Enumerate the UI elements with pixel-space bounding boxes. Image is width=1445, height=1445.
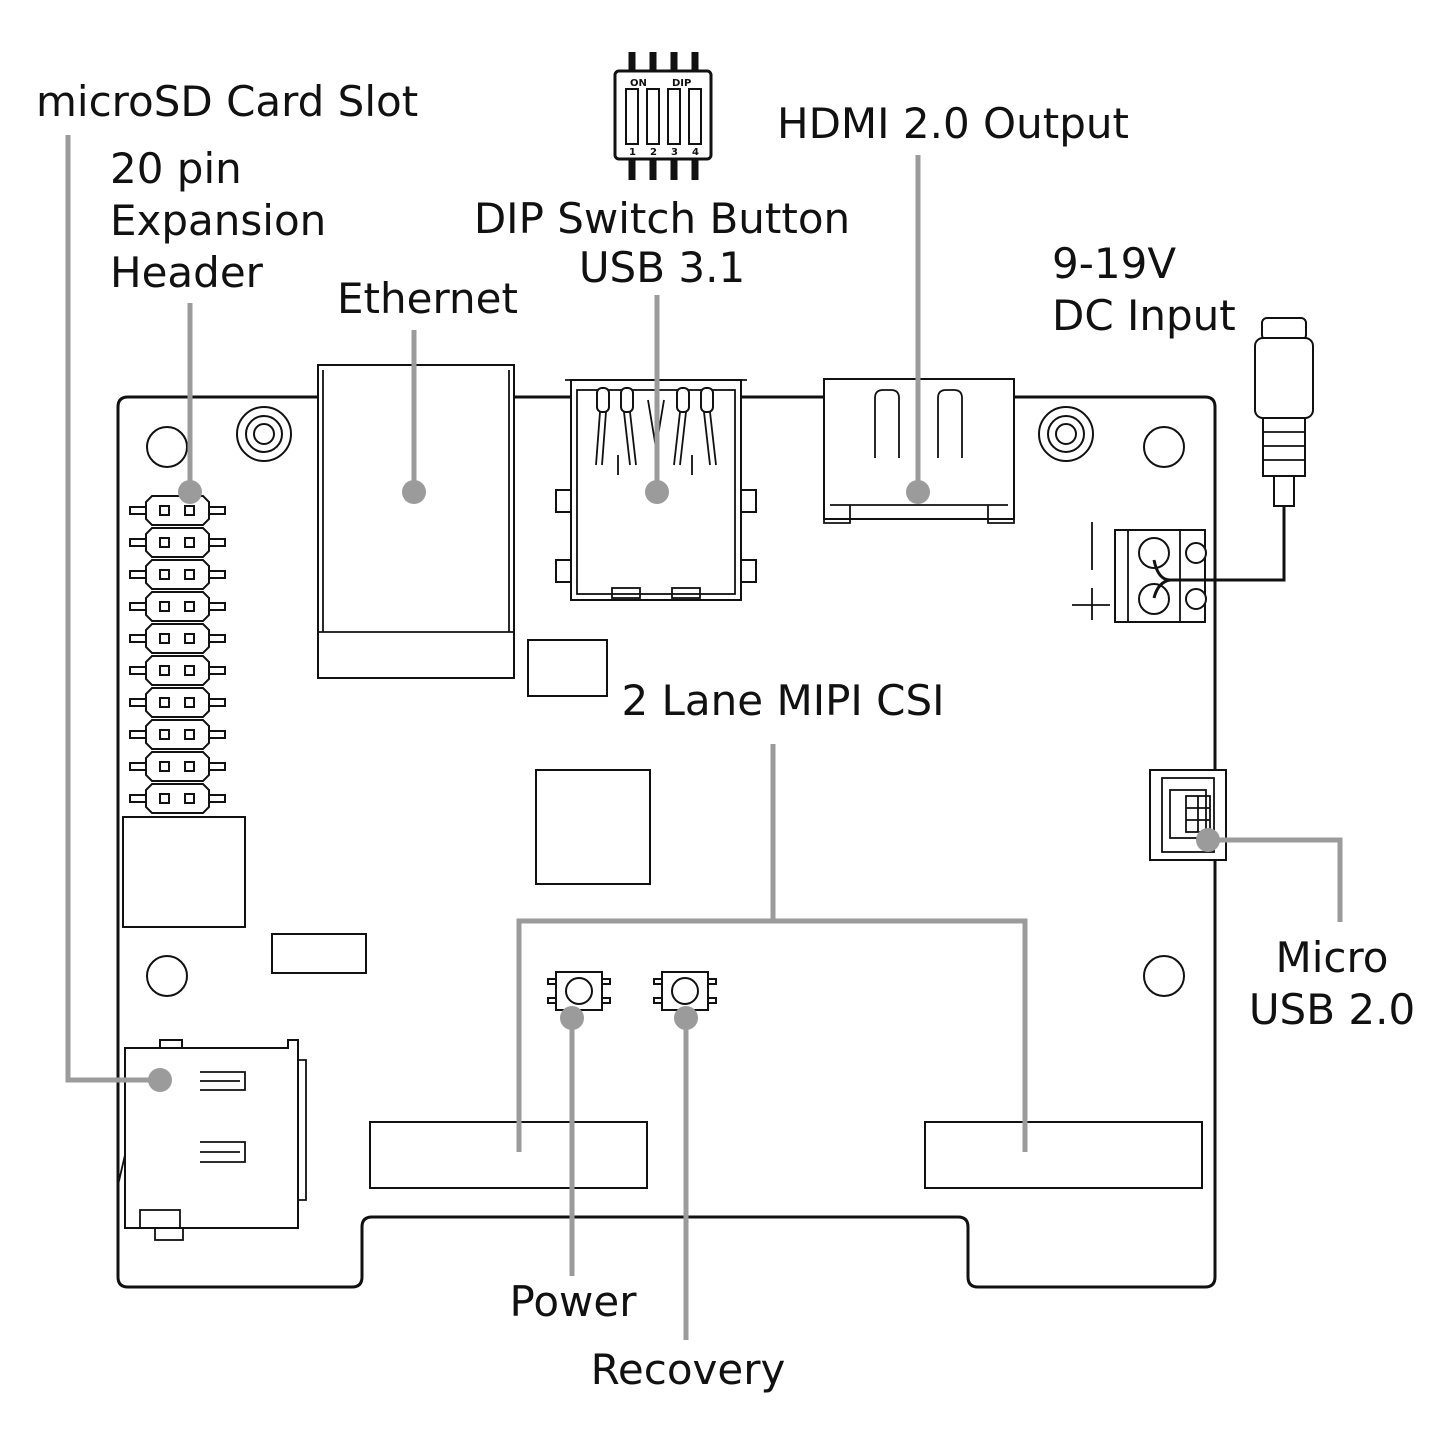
label-dc-voltage: 9-19V [1052, 239, 1176, 288]
label-dc-input: DC Input [1052, 291, 1236, 340]
standoff-right [1038, 406, 1094, 462]
dip-number-2: 2 [650, 147, 657, 158]
mounting-holes [146, 426, 1185, 997]
label-micro-usb-2: USB 2.0 [1249, 985, 1415, 1034]
label-ethernet: Ethernet [337, 274, 518, 323]
dip-number-4: 4 [692, 147, 699, 158]
leader-lines [65, 135, 1343, 1340]
ic-small-left [271, 933, 367, 974]
ic-main [535, 769, 651, 885]
header-pin-row [129, 687, 226, 718]
leader-microsd [65, 135, 160, 1083]
label-mipi-csi: 2 Lane MIPI CSI [621, 676, 944, 725]
label-micro-usb-1: Micro [1275, 933, 1388, 982]
header-ic [122, 816, 246, 928]
label-expansion-1: 20 pin [110, 144, 242, 193]
label-usb3: USB 3.1 [579, 243, 745, 292]
header-pin-row [129, 591, 226, 622]
recovery-button[interactable] [653, 971, 717, 1011]
label-expansion-2: Expansion [110, 196, 326, 245]
header-pin-row [129, 783, 226, 814]
leader-mipi [516, 744, 1028, 1152]
header-pin-row [129, 623, 226, 654]
header-pin-row [129, 559, 226, 590]
dip-number-3: 3 [671, 147, 678, 158]
header-pin-row [129, 719, 226, 750]
leader-micro-usb [1208, 837, 1343, 922]
dip-switch-icon: ON DIP 1 2 3 4 [613, 52, 713, 180]
dip-dip-label: DIP [672, 78, 691, 89]
dip-on-label: ON [630, 78, 647, 89]
power-button[interactable] [547, 971, 611, 1011]
header-pin-row [129, 655, 226, 686]
microsd-slot [117, 1039, 307, 1241]
ic-small-top [527, 639, 608, 697]
header-pin-row [129, 527, 226, 558]
label-recovery: Recovery [591, 1345, 786, 1394]
label-microsd: microSD Card Slot [36, 77, 418, 126]
label-hdmi: HDMI 2.0 Output [777, 99, 1129, 148]
label-power: Power [510, 1277, 638, 1326]
label-dip-switch: DIP Switch Button [474, 194, 850, 243]
dip-number-1: 1 [629, 147, 636, 158]
mipi-csi-connector-left [369, 1121, 648, 1189]
standoff-left [236, 406, 292, 462]
header-pin-row [129, 751, 226, 782]
label-expansion-3: Header [110, 248, 264, 297]
expansion-header [129, 495, 226, 814]
dc-plug-icon [1152, 317, 1314, 599]
mipi-csi-connector-right [924, 1121, 1203, 1189]
